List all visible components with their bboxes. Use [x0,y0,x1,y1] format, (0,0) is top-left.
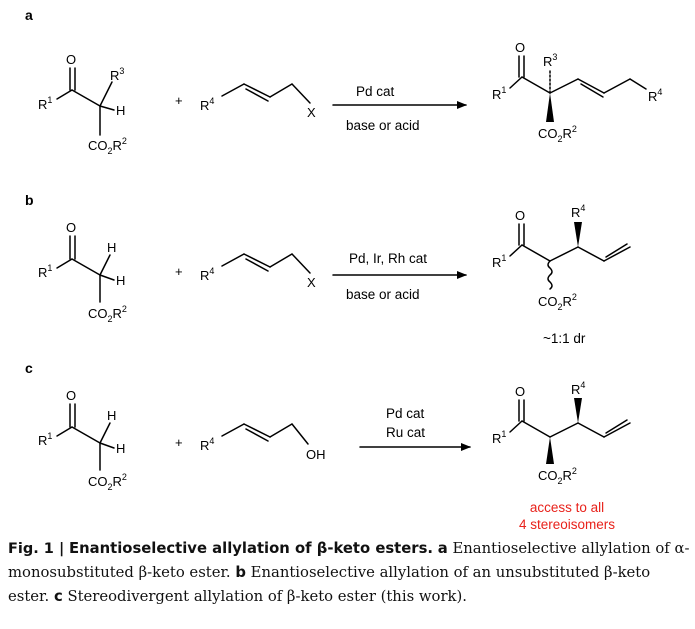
reactant-c-keto-ester: O R1 H H CO2R2 [38,388,127,492]
atom-r1-a: R1 [38,95,52,112]
atom-h-b: H [116,273,125,288]
ester-group-b: CO2R2 [88,304,127,324]
atom-o-product-b: O [515,208,525,223]
atom-r4-product-b: R4 [571,203,585,220]
caption-c-text: Stereodivergent allylation of β-keto est… [67,588,467,605]
leaving-group-b: X [307,275,316,290]
atom-r1-b: R1 [38,263,52,280]
atom-r1-c: R1 [38,431,52,448]
stereoisomer-note-line2: 4 stereoisomers [519,517,615,532]
panel-label-b: b [25,192,34,208]
panel-a: a O R1 R3 H CO2R2 + R4 X [25,7,662,156]
atom-r4-reagent-c: R4 [200,436,214,453]
atom-r4-reagent-b: R4 [200,266,214,283]
reagent-b-allyl-x: R4 X [200,253,316,290]
product-b: O R1 R4 CO2R2 ~1:1 dr [492,203,631,346]
atom-h-c: H [116,441,125,456]
ester-group-a: CO2R2 [88,136,127,156]
panel-label-a: a [25,7,33,23]
plus-sign-c: + [175,435,183,450]
reagent-a-allyl-x: R4 X [200,83,316,120]
reactant-a-keto-ester: O R1 R3 H CO2R2 [38,52,127,156]
atom-r4-reagent-a: R4 [200,96,214,113]
caption-a-label: a [437,540,448,557]
panel-c: c O R1 H H CO2R2 + R4 OH [25,360,631,532]
ester-group-product-a: CO2R2 [538,124,577,144]
hydroxyl-group-c: OH [306,447,326,462]
caption-b-text: Enantioselective allylation of an unsubs… [8,564,651,605]
leaving-group-a: X [307,105,316,120]
wavy-bond-b [547,260,553,290]
atom-h-top-b: H [107,240,116,255]
ester-group-product-c: CO2R2 [538,466,577,486]
plus-sign-b: + [175,264,183,279]
figure-caption: Fig. 1 | Enantioselective allylation of … [8,537,692,609]
dr-note-b: ~1:1 dr [543,331,586,346]
reagent-c-allyl-alcohol: R4 OH [200,423,326,462]
atom-o-a: O [66,52,76,67]
conditions-top-b: Pd, Ir, Rh cat [349,251,427,266]
caption-c-label: c [53,588,63,605]
atom-o-b: O [66,220,76,235]
ester-group-product-b: CO2R2 [538,292,577,312]
atom-o-product-c: O [515,384,525,399]
conditions-top-a: Pd cat [356,84,395,99]
caption-title: Enantioselective allylation of β-keto es… [68,540,434,557]
product-c: O R1 R4 CO2R2 access to all 4 stereoisom… [492,380,631,532]
reaction-scheme: a O R1 R3 H CO2R2 + R4 X [25,7,662,532]
atom-r3-product-a: R3 [543,52,557,69]
atom-r4-product-a: R4 [648,87,662,104]
plus-sign-a: + [175,93,183,108]
atom-r1-product-a: R1 [492,85,506,102]
panel-b: b O R1 H H CO2R2 + R4 X [25,192,631,346]
atom-r3-a: R3 [110,66,124,83]
panel-label-c: c [25,360,33,376]
atom-r4-product-c: R4 [571,380,585,397]
atom-r1-product-b: R1 [492,253,506,270]
caption-fig-label: Fig. 1 | [8,541,65,557]
atom-r1-product-c: R1 [492,429,506,446]
conditions-top-c: Pd cat [386,406,425,421]
reactant-b-keto-ester: O R1 H H CO2R2 [38,220,127,324]
conditions-bottom-a: base or acid [346,118,420,133]
conditions-middle-c: Ru cat [386,425,425,440]
ester-group-c: CO2R2 [88,472,127,492]
caption-a-text: Enantioselective allylation of α-monosub… [8,540,690,581]
atom-o-c: O [66,388,76,403]
atom-h-a: H [116,103,125,118]
stereoisomer-note-line1: access to all [530,500,604,515]
conditions-bottom-b: base or acid [346,287,420,302]
caption-b-label: b [235,564,246,581]
product-a: O R1 R3 R4 CO2R2 [492,40,662,144]
atom-h-top-c: H [107,408,116,423]
atom-o-product-a: O [515,40,525,55]
